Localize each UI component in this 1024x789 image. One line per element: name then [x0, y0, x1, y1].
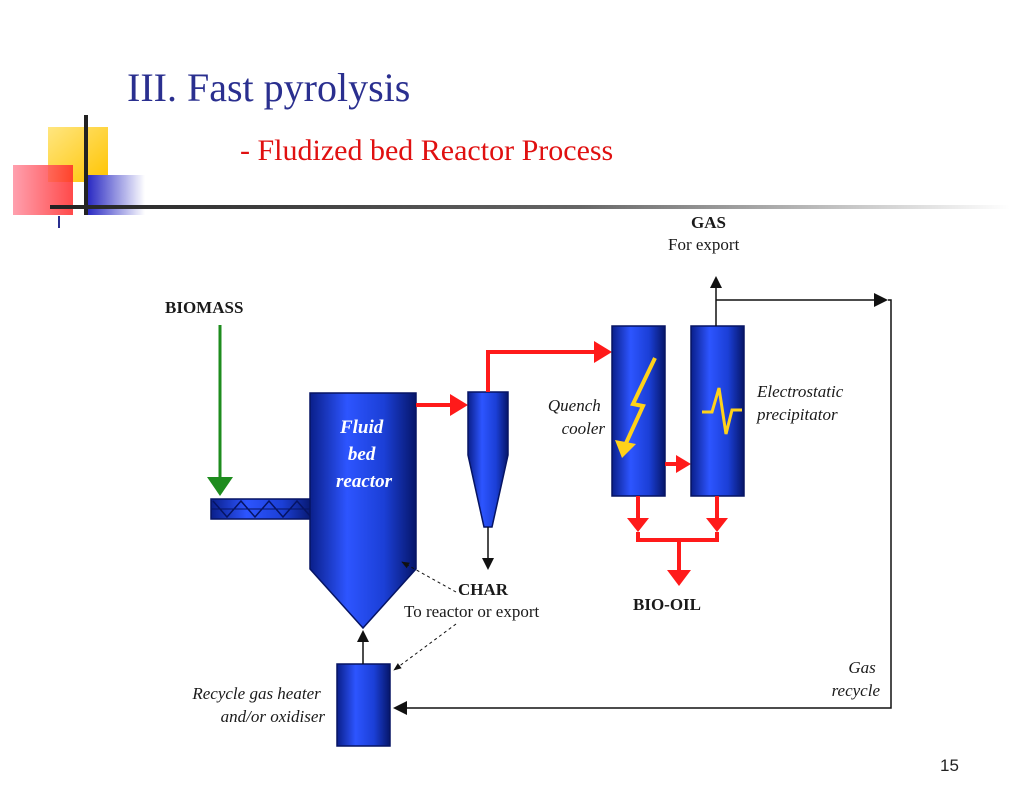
fluid-bed-reactor [309, 392, 417, 630]
cyclone [467, 391, 509, 528]
precipitator-label: Electrostatic precipitator [756, 382, 848, 424]
gas-recycle-label: Gas recycle [832, 658, 881, 700]
char-sublabel: To reactor or export [404, 602, 539, 621]
quench-cooler [611, 325, 666, 497]
heater-to-reactor-arrow [357, 630, 369, 664]
recycle-gas-heater [336, 663, 391, 747]
char-label: CHAR [458, 580, 509, 599]
heater-label: Recycle gas heater and/or oxidiser [191, 684, 325, 726]
cyclone-to-quench-flow [486, 341, 612, 392]
char-outlet-arrow [482, 527, 494, 570]
page-number: 15 [940, 756, 959, 775]
slide-decoration [13, 115, 1010, 228]
quench-cooler-label: Quench cooler [548, 396, 606, 438]
biomass-label: BIOMASS [165, 298, 243, 317]
gas-export-arrow [710, 276, 722, 326]
char-return-dashed-arrows [393, 561, 457, 671]
screw-feeder [210, 498, 314, 520]
slide-title: III. Fast pyrolysis [127, 65, 411, 110]
gas-recycle-line [393, 293, 892, 715]
gas-label: GAS [691, 213, 726, 232]
bio-oil-label: BIO-OIL [633, 595, 701, 614]
electrostatic-precipitator [690, 325, 745, 497]
reactor-label: Fluid bed reactor [336, 417, 393, 492]
bio-oil-collection-flow [627, 496, 728, 586]
quench-to-precipitator-flow [665, 455, 691, 473]
gas-sublabel: For export [668, 235, 740, 254]
reactor-to-cyclone-flow [416, 394, 468, 416]
biomass-feed-arrow [207, 325, 233, 496]
slide-subtitle: - Fludized bed Reactor Process [240, 134, 614, 167]
